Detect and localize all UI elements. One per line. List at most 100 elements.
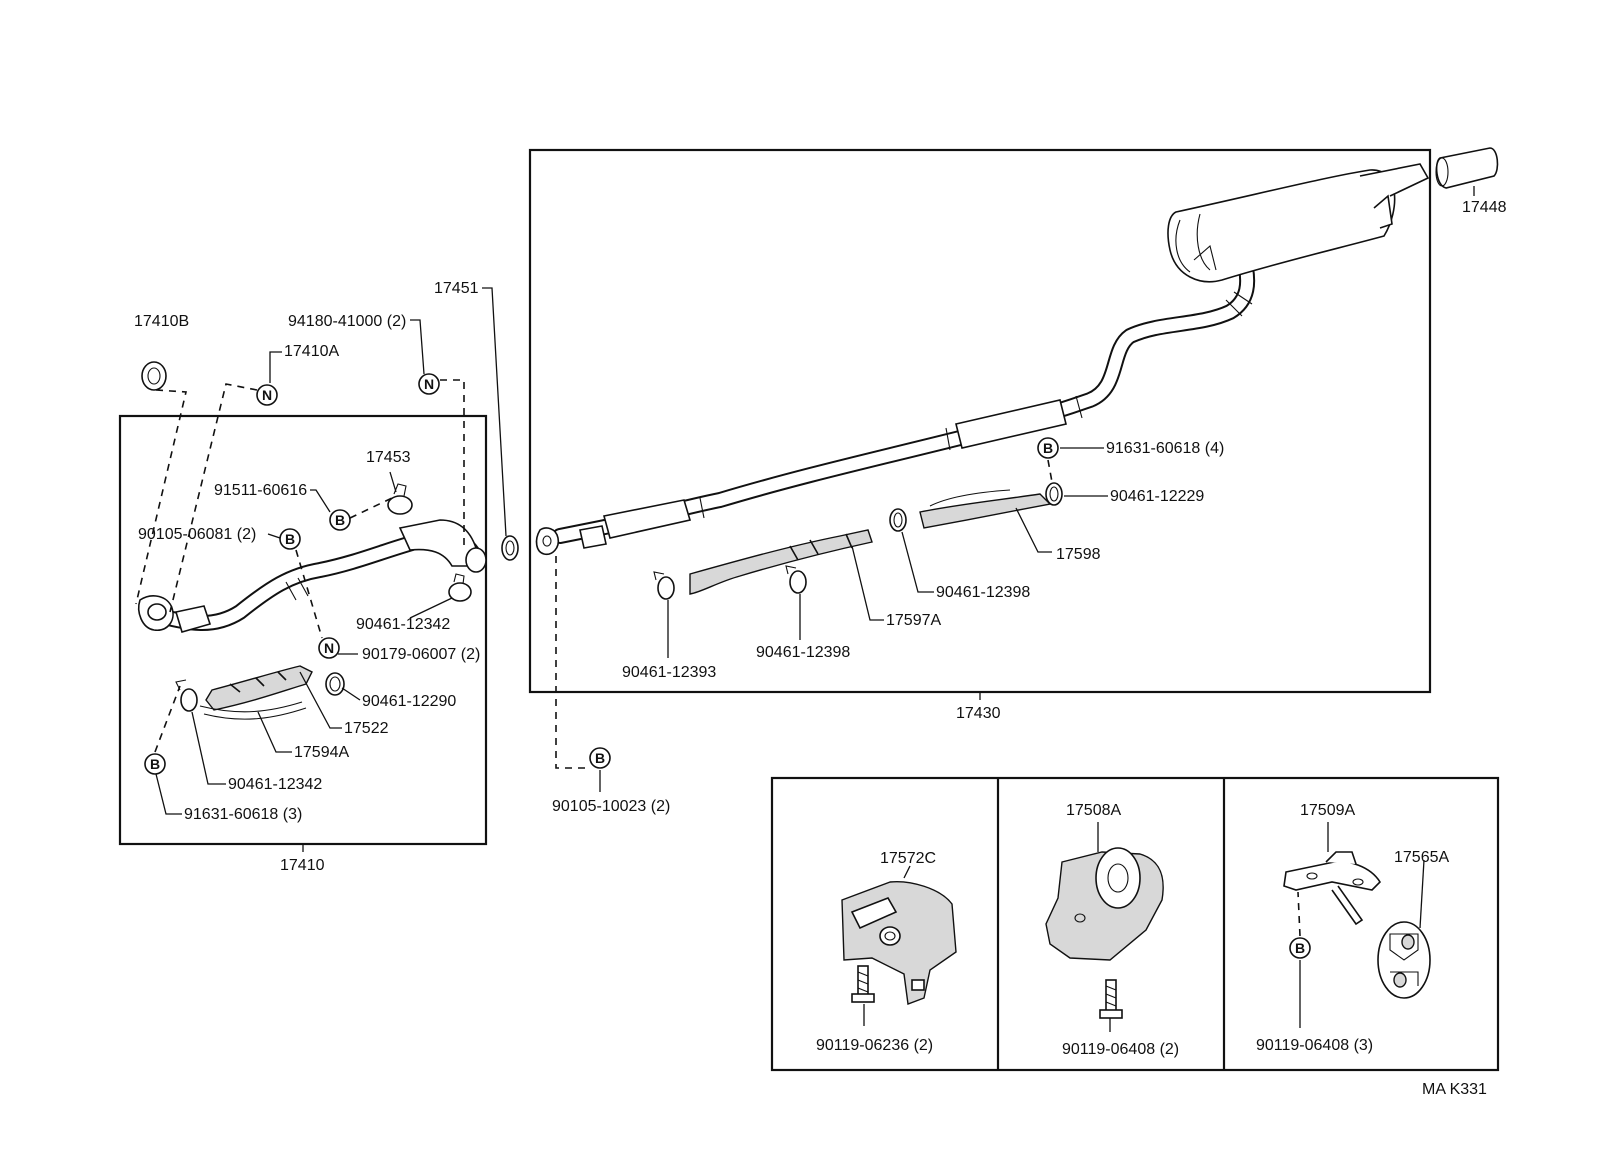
label-91631-60618-4: 91631-60618 (4) xyxy=(1106,440,1224,457)
label-91511-60616: 91511-60616 xyxy=(214,482,307,499)
label-90461-12398-upper: 90461-12398 xyxy=(936,584,1030,601)
leader-91631-3 xyxy=(155,773,182,815)
svg-text:N: N xyxy=(262,387,272,403)
symbol-B-90105-06081: B xyxy=(279,528,301,550)
dash-flange-to-90105-10023 xyxy=(555,556,588,769)
leader-90105-06081 xyxy=(267,533,281,539)
label-17410B: 17410B xyxy=(134,313,189,330)
symbol-N-17410A: N xyxy=(256,384,278,406)
label-94180-41000: 94180-41000 (2) xyxy=(288,313,406,330)
label-17410: 17410 xyxy=(280,857,325,874)
dash-91511-to-clamp xyxy=(349,497,393,519)
hanger-parts-frame xyxy=(770,776,1500,1072)
rubber-hanger-17565A xyxy=(1377,921,1431,999)
svg-text:N: N xyxy=(424,376,434,392)
label-90105-10023: 90105-10023 (2) xyxy=(552,798,670,815)
label-17453: 17453 xyxy=(366,449,411,466)
bracket-17509A xyxy=(1283,851,1382,926)
leader-17598 xyxy=(1015,507,1052,553)
dash-bolt-to-bracket xyxy=(1297,891,1301,937)
clamp-90461-12398-lower xyxy=(785,565,807,594)
leader-17453 xyxy=(389,471,397,493)
dash-91631-to-clamp xyxy=(154,685,181,753)
svg-text:B: B xyxy=(595,750,605,766)
leader-17410A xyxy=(269,351,282,383)
leader-90461-12342-lower xyxy=(191,711,226,785)
label-17598: 17598 xyxy=(1056,546,1101,563)
symbol-N-94180: N xyxy=(418,373,440,395)
svg-text:B: B xyxy=(1043,440,1053,456)
bolt-90119-06408-center xyxy=(1099,979,1123,1019)
leader-17565A xyxy=(1419,859,1425,929)
leader-90461-12398-upper xyxy=(901,531,934,593)
heat-insulator-17594A xyxy=(199,665,313,720)
clamp-90461-12229 xyxy=(1045,482,1063,506)
label-90461-12398-lower: 90461-12398 xyxy=(756,644,850,661)
symbol-B-91631-4: B xyxy=(1037,437,1059,459)
label-90179-06007: 90179-06007 (2) xyxy=(362,646,480,663)
dash-94180-to-flange xyxy=(440,379,465,548)
gasket-17410B xyxy=(141,361,167,391)
label-17522: 17522 xyxy=(344,720,389,737)
label-90119-06408-2: 90119-06408 (2) xyxy=(1062,1041,1179,1058)
label-17509A: 17509A xyxy=(1300,802,1355,819)
svg-text:B: B xyxy=(335,512,345,528)
dash-91631-4-to-clamp xyxy=(1047,459,1053,483)
clamp-17453 xyxy=(387,483,413,515)
dash-17410A-to-pipe xyxy=(169,383,258,613)
gasket-17451 xyxy=(501,535,519,561)
heat-insulator-17598 xyxy=(919,489,1052,529)
bolt-90119-06236 xyxy=(851,965,875,1003)
main-exhaust-pipe xyxy=(535,260,1256,556)
muffler xyxy=(1167,163,1430,283)
leader-17572C xyxy=(903,865,911,879)
label-90119-06236: 90119-06236 (2) xyxy=(816,1037,933,1054)
svg-text:N: N xyxy=(324,640,334,656)
label-91631-60618-3: 91631-60618 (3) xyxy=(184,806,302,823)
label-90461-12290: 90461-12290 xyxy=(362,693,456,710)
heat-insulator-17597A xyxy=(689,529,873,595)
svg-text:B: B xyxy=(150,756,160,772)
leader-17451 xyxy=(482,287,507,537)
svg-text:B: B xyxy=(1295,940,1305,956)
clamp-90461-12393 xyxy=(653,571,675,600)
svg-text:B: B xyxy=(285,531,295,547)
label-17565A: 17565A xyxy=(1394,849,1449,866)
label-17597A: 17597A xyxy=(886,612,941,629)
dash-gasket-to-pipe xyxy=(135,389,187,605)
leader-94180 xyxy=(410,319,425,375)
label-90119-06408-3: 90119-06408 (3) xyxy=(1256,1037,1373,1054)
label-17508A: 17508A xyxy=(1066,802,1121,819)
dash-90105-to-90179 xyxy=(295,549,323,639)
clamp-90461-12398-upper xyxy=(889,508,907,532)
label-17451: 17451 xyxy=(434,280,479,297)
label-17572C: 17572C xyxy=(880,850,936,867)
tail-pipe-tip-17448 xyxy=(1435,147,1499,189)
label-17594A: 17594A xyxy=(294,744,349,761)
leader-17594A xyxy=(257,711,292,753)
label-17430: 17430 xyxy=(956,705,1001,722)
bracket-17508A xyxy=(1045,847,1164,961)
label-90105-06081: 90105-06081 (2) xyxy=(138,526,256,543)
leader-17597A xyxy=(851,545,884,621)
symbol-B-91511: B xyxy=(329,509,351,531)
label-90461-12342-upper: 90461-12342 xyxy=(356,616,450,633)
front-exhaust-pipe xyxy=(138,519,487,633)
clamp-90461-12342-upper xyxy=(448,573,472,602)
leader-91511 xyxy=(310,489,331,513)
leader-90461-12290 xyxy=(341,687,361,701)
leader-17522 xyxy=(299,671,342,729)
label-90461-12393: 90461-12393 xyxy=(622,664,716,681)
label-17410A: 17410A xyxy=(284,343,339,360)
symbol-N-90179: N xyxy=(318,637,340,659)
diagram-code: MA K331 xyxy=(1422,1081,1487,1098)
symbol-B-90105-10023: B xyxy=(589,747,611,769)
symbol-B-91631-3: B xyxy=(144,753,166,775)
bracket-17572C xyxy=(841,881,957,1005)
label-90461-12342-lower: 90461-12342 xyxy=(228,776,322,793)
label-90461-12229: 90461-12229 xyxy=(1110,488,1204,505)
clamp-90461-12290 xyxy=(325,672,345,696)
clamp-90461-12342-lower xyxy=(175,679,198,712)
